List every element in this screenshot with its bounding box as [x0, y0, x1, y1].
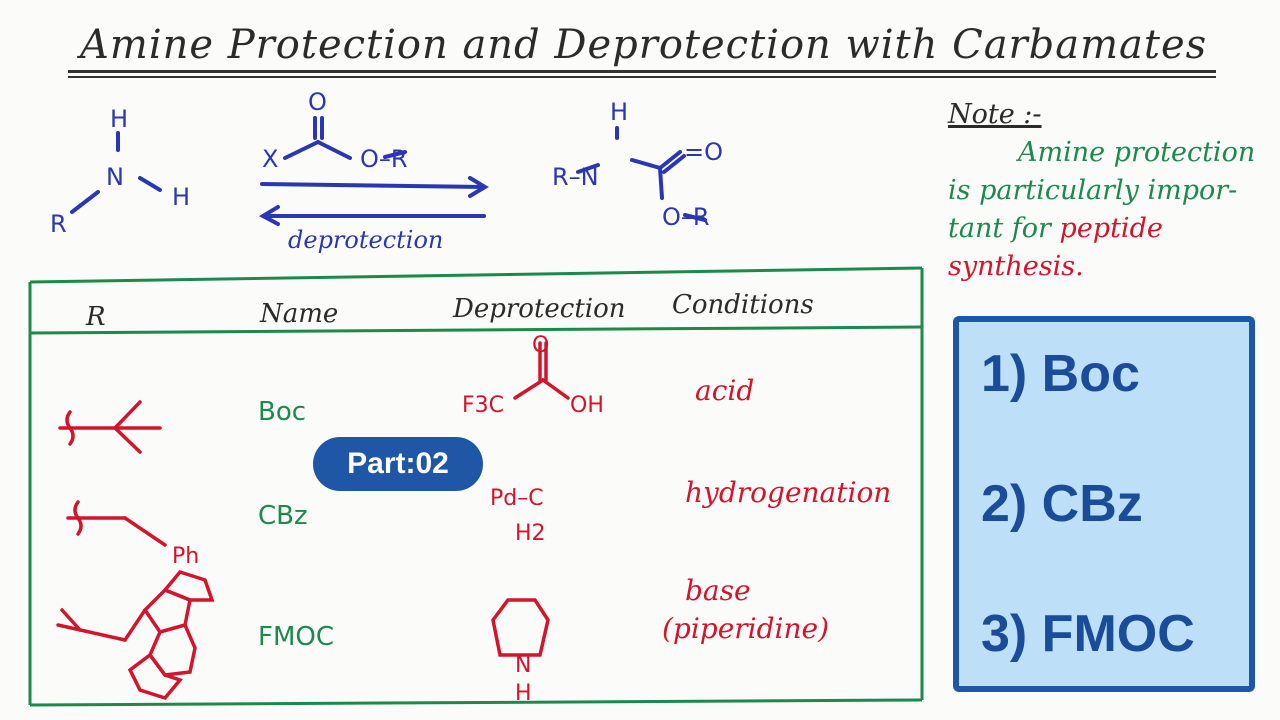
r-group-structures — [56, 341, 570, 701]
amine-n: N — [106, 163, 124, 191]
note-text: Amine protection is particularly impor-t… — [948, 137, 1256, 244]
h2-label: H2 — [515, 521, 546, 546]
reagent-o: O — [308, 88, 327, 116]
conditions: acid hydrogenation base (piperidine) — [662, 374, 891, 645]
cbz-ph: Ph — [172, 544, 199, 569]
header-name: Name — [259, 299, 338, 329]
title-underline — [68, 76, 1216, 78]
condition-acid: acid — [695, 374, 754, 407]
row-boc-name: Boc — [258, 397, 306, 427]
tfa-oh: OH — [570, 393, 604, 418]
carbamate-or: O–R — [662, 203, 710, 231]
table-header: R Name Deprotection Conditions — [85, 290, 814, 332]
pdc-label: Pd–C — [490, 486, 544, 511]
carbamate-o: =O — [684, 138, 723, 166]
table-frame — [28, 266, 924, 707]
note-heading: Note :- — [948, 99, 1042, 130]
note-text-highlight: peptide synthesis. — [948, 213, 1163, 282]
reagent-x: X — [262, 145, 278, 173]
piperidine-n: N — [515, 653, 531, 678]
amine-h2: H — [172, 183, 190, 211]
header-conditions: Conditions — [672, 290, 814, 320]
list-item-fmoc: 3) FMOC — [981, 605, 1195, 663]
amine-h: H — [110, 105, 128, 133]
tfa-o: O — [532, 333, 549, 358]
reagent-labels: O F3C OH Ph Pd–C H2 N H — [172, 333, 604, 706]
amine-r: R — [50, 210, 67, 238]
condition-piperidine: (piperidine) — [662, 612, 829, 645]
condition-hydrogenation: hydrogenation — [685, 476, 891, 509]
reagent-or: O–R — [360, 145, 408, 173]
row-cbz-name: CBz — [258, 501, 308, 531]
protecting-groups-box: 1) Boc 2) CBz 3) FMOC — [953, 316, 1255, 692]
title-underline — [68, 70, 1216, 73]
piperidine-h: H — [515, 681, 532, 706]
scheme-labels: H N H R O X O–R deprotection H R–N =O O–… — [50, 88, 723, 254]
page-title: Amine Protection and Deprotection with C… — [80, 22, 1208, 68]
row-fmoc-name: FMOC — [258, 622, 334, 652]
tfa-f3c: F3C — [462, 393, 504, 418]
list-item-cbz: 2) CBz — [981, 475, 1143, 533]
note: Note :- Amine protection is particularly… — [948, 96, 1278, 286]
header-r: R — [85, 302, 106, 332]
reaction-scheme — [70, 116, 707, 226]
table-names: Boc CBz FMOC — [258, 397, 334, 652]
condition-base: base — [685, 574, 751, 607]
header-deprotection: Deprotection — [452, 294, 626, 324]
deprotection-label: deprotection — [288, 226, 443, 254]
carbamate-rn: R–N — [552, 163, 599, 191]
list-item-boc: 1) Boc — [981, 345, 1140, 403]
part-badge: Part:02 — [313, 437, 483, 491]
carbamate-h: H — [610, 98, 628, 126]
